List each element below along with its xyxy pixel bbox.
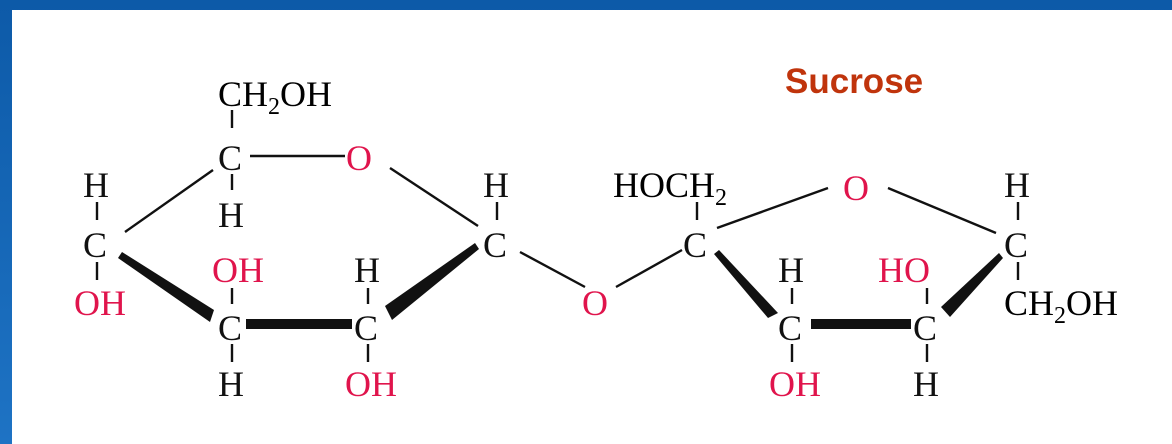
bond-o-c1	[389, 166, 479, 228]
glucose-c1: C	[483, 225, 507, 265]
wedge-fc2-fc3	[714, 250, 778, 318]
wedge-c4-c3	[118, 252, 214, 322]
glycosidic-o: O	[582, 283, 608, 323]
bonds	[95, 110, 1020, 362]
bond-c5-c4	[124, 169, 214, 233]
fructose-c4-ho: HO	[878, 250, 930, 290]
wedge-c1-c2	[385, 243, 479, 320]
glucose-c3-h: H	[218, 364, 244, 404]
bold-bond-c3-c2	[246, 319, 352, 329]
glucose-c4-oh: OH	[74, 283, 126, 323]
diagram-title: Sucrose	[785, 62, 923, 101]
fructose-c4: C	[913, 308, 937, 348]
glucose-unit: CH2OH C H O H C OH OH C H H C OH H C	[74, 74, 509, 404]
fructose-ch2oh-label: CH2OH	[1004, 283, 1118, 329]
fructose-c5-h: H	[1004, 165, 1030, 205]
bold-bond-fc3-fc4	[811, 319, 911, 329]
bond-ring-o-fc5	[887, 186, 997, 235]
fructose-c2: C	[683, 225, 707, 265]
fructose-c3: C	[778, 308, 802, 348]
glucose-c2: C	[354, 308, 378, 348]
glucose-c2-oh: OH	[345, 364, 397, 404]
glucose-c1-h: H	[483, 165, 509, 205]
fructose-c3-h: H	[778, 250, 804, 290]
wedge-fc5-fc4	[941, 253, 1003, 317]
glucose-ring-o: O	[346, 138, 372, 178]
glucose-c3: C	[218, 308, 242, 348]
glucose-c5: C	[218, 138, 242, 178]
wedge-bonds	[118, 243, 1003, 329]
glucose-ch2oh-label: CH2OH	[218, 74, 332, 120]
fructose-c5: C	[1004, 225, 1028, 265]
fructose-ring-o: O	[843, 168, 869, 208]
fructose-unit: HOCH2 C O H C OH HO C H H C CH2OH	[613, 165, 1118, 404]
bond-glyco-o-fc2	[615, 248, 683, 289]
glucose-c2-h: H	[354, 250, 380, 290]
bond-c1-glyco-o	[519, 250, 586, 289]
glucose-c5-h: H	[218, 195, 244, 235]
fructose-c3-oh: OH	[769, 364, 821, 404]
fructose-c4-h: H	[913, 364, 939, 404]
glucose-c3-oh: OH	[212, 250, 264, 290]
bond-fc2-ring-o	[716, 186, 829, 230]
fructose-hoch2-label: HOCH2	[613, 165, 727, 211]
glucose-c4: C	[83, 225, 107, 265]
glucose-c4-h: H	[83, 165, 109, 205]
